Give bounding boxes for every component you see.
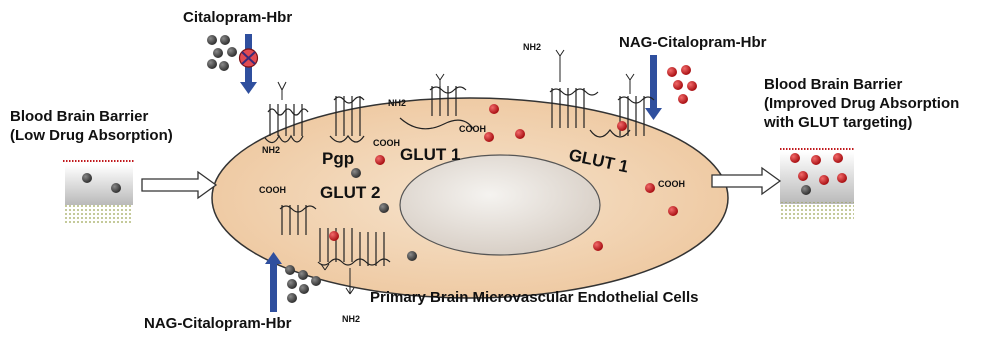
nh2-label-pgp: NH2 bbox=[262, 145, 280, 155]
drug-molecule-red bbox=[837, 173, 847, 183]
drug-molecule-red bbox=[489, 104, 499, 114]
cell-nucleus bbox=[400, 155, 600, 255]
drug-molecule-red bbox=[790, 153, 800, 163]
drug-molecule-gray bbox=[227, 47, 237, 57]
drug-molecule-gray bbox=[219, 61, 229, 71]
blocked-icon bbox=[240, 49, 258, 67]
drug-molecule-gray bbox=[298, 270, 308, 280]
drug-molecule-gray bbox=[311, 276, 321, 286]
bbb-left-title: Blood Brain Barrier bbox=[10, 108, 149, 125]
glut2-label: GLUT 2 bbox=[320, 183, 380, 202]
drug-molecule-red bbox=[329, 231, 339, 241]
citalopram-cluster bbox=[207, 35, 237, 71]
drug-molecule-gray bbox=[287, 293, 297, 303]
nh2-label-top: NH2 bbox=[523, 42, 541, 52]
drug-molecule-red bbox=[667, 67, 677, 77]
drug-molecule-gray bbox=[801, 185, 811, 195]
cell-caption: Primary Brain Microvascular Endothelial … bbox=[370, 289, 698, 306]
drug-molecule-red bbox=[668, 206, 678, 216]
drug-molecule-gray bbox=[207, 35, 217, 45]
drug-molecule-gray bbox=[299, 284, 309, 294]
drug-molecule-gray bbox=[287, 279, 297, 289]
drug-molecule-gray bbox=[285, 265, 295, 275]
nh2-label-center: NH2 bbox=[388, 98, 406, 108]
nag-bottom-label: NAG-Citalopram-Hbr bbox=[144, 315, 292, 332]
cooh-label-left: COOH bbox=[259, 185, 286, 195]
drug-molecule-gray bbox=[111, 183, 121, 193]
drug-molecule-gray bbox=[213, 48, 223, 58]
drug-molecule-gray bbox=[220, 35, 230, 45]
nag-top-arrow-head bbox=[645, 108, 662, 120]
drug-molecule-red bbox=[798, 171, 808, 181]
bbb-left-subtitle: (Low Drug Absorption) bbox=[10, 127, 173, 144]
drug-molecule-gray bbox=[82, 173, 92, 183]
drug-molecule-red bbox=[819, 175, 829, 185]
transport-arrow-left bbox=[142, 172, 216, 198]
drug-molecule-red bbox=[515, 129, 525, 139]
drug-molecule-red bbox=[617, 121, 627, 131]
left-blood-brain-barrier bbox=[63, 161, 135, 223]
citalopram-label: Citalopram-Hbr bbox=[183, 9, 292, 26]
nag-top-cluster bbox=[667, 65, 697, 104]
drug-molecule-gray bbox=[407, 251, 417, 261]
drug-molecule-gray bbox=[207, 59, 217, 69]
drug-molecule-gray bbox=[351, 168, 361, 178]
nag-top-arrow-shaft bbox=[650, 55, 657, 110]
drug-molecule-red bbox=[678, 94, 688, 104]
right-blood-brain-barrier bbox=[780, 149, 855, 220]
drug-molecule-red bbox=[645, 183, 655, 193]
cooh-label-right: COOH bbox=[658, 179, 685, 189]
bbb-right-subtitle-1: (Improved Drug Absorption bbox=[764, 95, 959, 112]
citalopram-arrow-head bbox=[240, 82, 257, 94]
drug-molecule-red bbox=[681, 65, 691, 75]
bbb-right-subtitle-2: with GLUT targeting) bbox=[763, 114, 912, 131]
drug-molecule-gray bbox=[379, 203, 389, 213]
pgp-label: Pgp bbox=[322, 149, 354, 168]
nag-top-label: NAG-Citalopram-Hbr bbox=[619, 34, 767, 51]
drug-molecule-red bbox=[375, 155, 385, 165]
drug-molecule-red bbox=[811, 155, 821, 165]
bbb-right-title: Blood Brain Barrier bbox=[764, 76, 903, 93]
drug-molecule-red bbox=[593, 241, 603, 251]
drug-molecule-red bbox=[673, 80, 683, 90]
nag-bottom-arrow-shaft bbox=[270, 262, 277, 312]
cooh-label-center-a: COOH bbox=[373, 138, 400, 148]
cooh-label-center-b: COOH bbox=[459, 124, 486, 134]
glut1-label-center: GLUT 1 bbox=[400, 145, 460, 164]
nh2-label-bottom: NH2 bbox=[342, 314, 360, 324]
drug-molecule-red bbox=[687, 81, 697, 91]
drug-molecule-red bbox=[833, 153, 843, 163]
